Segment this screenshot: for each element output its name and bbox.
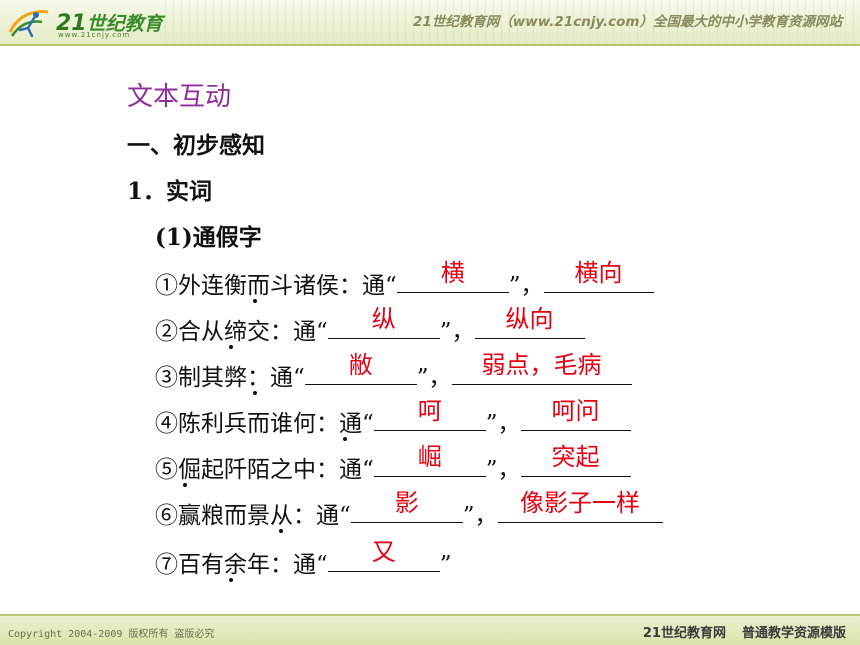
logo-label: 世纪教育	[86, 13, 163, 35]
answer-blank[interactable]: 纵	[327, 305, 440, 339]
answer-text: 纵向	[505, 305, 554, 333]
answer-blank[interactable]: 影	[350, 489, 463, 523]
item-text: ⑥赢粮而景从：通“	[155, 503, 351, 529]
item-punct: ”，	[416, 365, 452, 391]
answer-blank[interactable]: 敝	[304, 351, 417, 385]
page-footer: Copyright 2004-2009 版权所有 盗版必究 21世纪教育网普通教…	[0, 616, 860, 645]
emphasis-dot	[183, 483, 187, 487]
item-punct: ”，	[485, 411, 521, 437]
item-punct: ”，	[462, 503, 498, 529]
answer-blank[interactable]: 弱点，毛病	[451, 351, 632, 385]
list-item: ①外连衡而斗诸侯：通“ 横 ”， 横向	[155, 259, 654, 300]
logo-number: 21	[56, 11, 87, 36]
answer-text: 敝	[348, 351, 373, 379]
answer-blank[interactable]: 像影子一样	[497, 489, 663, 523]
emphasis-dot	[229, 345, 233, 349]
answer-text: 横向	[574, 259, 623, 287]
answer-text: 崛	[417, 443, 442, 471]
running-figure-icon	[8, 10, 49, 38]
heading-preliminary: 一、初步感知	[127, 132, 265, 159]
item-text: ①外连衡而斗诸侯：通“	[155, 273, 397, 299]
section-heading: 文本互动	[127, 82, 232, 112]
list-item: ③制其弊：通“ 敝 ”， 弱点，毛病	[155, 351, 632, 392]
answer-text: 纵	[371, 305, 396, 333]
footer-site-name[interactable]: 21世纪教育网	[642, 626, 726, 641]
emphasis-dot	[253, 391, 257, 395]
emphasis-dot	[343, 437, 347, 441]
answer-text: 横	[440, 259, 465, 287]
answer-text: 呵	[417, 397, 442, 425]
heading-content-words: 1．实词	[127, 178, 213, 205]
emphasis-dot	[279, 529, 283, 533]
header-divider	[0, 44, 860, 46]
item-punct: ”，	[508, 273, 544, 299]
header-stripes	[165, 0, 860, 44]
list-item: ⑤倔起阡陌之中：通“ 崛 ”， 突起	[155, 443, 631, 484]
copyright-text: Copyright 2004-2009 版权所有 盗版必究	[8, 629, 215, 640]
emphasis-dot	[229, 578, 233, 582]
answer-text: 呵问	[551, 397, 600, 425]
list-item: ⑥赢粮而景从：通“ 影 ”， 像影子一样	[155, 489, 663, 530]
answer-blank[interactable]: 突起	[520, 443, 631, 477]
header-slogan: 21世纪教育网（www.21cnjy.com）全国最大的中小学教育资源网站	[412, 14, 842, 30]
page-header: 21世纪教育 www.21cnjy.com 21世纪教育网（www.21cnjy…	[0, 0, 860, 44]
item-punct: ”	[439, 552, 452, 578]
footer-template-name: 普通教学资源模版	[741, 626, 846, 641]
answer-text: 像影子一样	[520, 489, 641, 517]
footer-divider	[0, 614, 860, 616]
answer-blank[interactable]: 呵问	[520, 397, 631, 431]
answer-blank[interactable]: 呵	[373, 397, 486, 431]
site-logo[interactable]: 21世纪教育	[56, 9, 163, 36]
answer-blank[interactable]: 横向	[543, 259, 654, 293]
answer-blank[interactable]: 纵向	[474, 305, 585, 339]
answer-text: 又	[371, 538, 396, 566]
answer-text: 弱点，毛病	[481, 351, 602, 379]
logo-url: www.21cnjy.com	[58, 31, 131, 39]
item-punct: ”，	[485, 457, 521, 483]
emphasis-dot	[253, 299, 257, 303]
item-text: ④陈利兵而谁何：通“	[155, 411, 374, 437]
list-item: ④陈利兵而谁何：通“ 呵 ”， 呵问	[155, 397, 631, 438]
footer-links: 21世纪教育网普通教学资源模版	[643, 622, 846, 641]
list-item: ②合从缔交：通“ 纵 ”， 纵向	[155, 305, 585, 346]
answer-text: 突起	[551, 443, 600, 471]
item-text: ⑤倔起阡陌之中：通“	[155, 457, 374, 483]
answer-text: 影	[394, 489, 419, 517]
item-text: ⑦百有余年：通“	[155, 552, 328, 578]
list-item: ⑦百有余年：通“ 又 ”	[155, 538, 452, 579]
item-punct: ”，	[439, 319, 475, 345]
answer-blank[interactable]: 横	[396, 259, 509, 293]
answer-blank[interactable]: 又	[327, 538, 440, 572]
item-text: ②合从缔交：通“	[155, 319, 328, 345]
item-text: ③制其弊：通“	[155, 365, 305, 391]
heading-tongjiazi: (1)通假字	[155, 224, 262, 251]
answer-blank[interactable]: 崛	[373, 443, 486, 477]
